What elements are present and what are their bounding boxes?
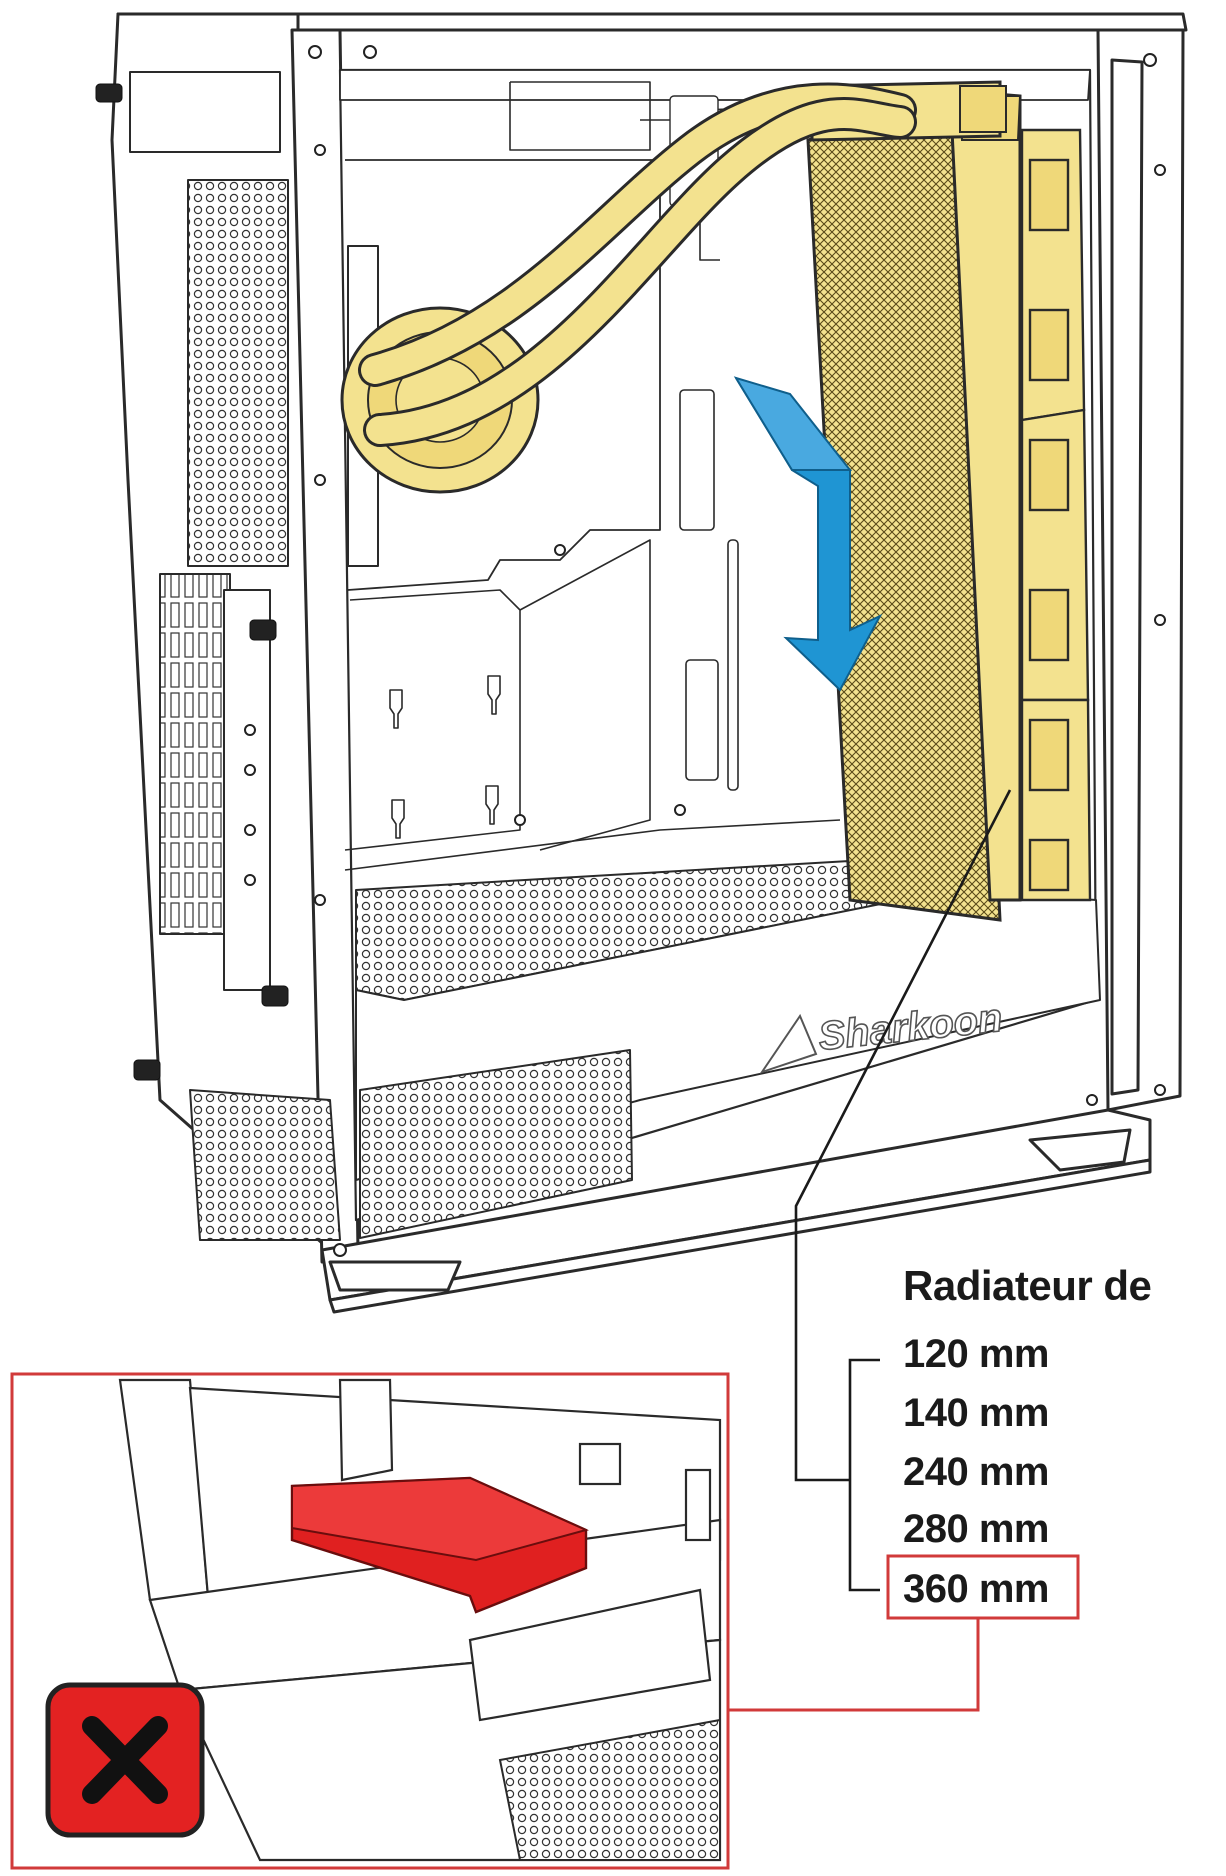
radiator-size-360: 360 mm — [903, 1567, 1049, 1611]
aio-tubes — [358, 82, 917, 447]
radiator-size-240: 240 mm — [903, 1450, 1049, 1494]
frame-screws — [244, 45, 1166, 1257]
down-arrow-icon — [733, 376, 883, 692]
highlight-leader-line — [728, 1618, 980, 1712]
cross-icon — [45, 1682, 205, 1838]
radiator-size-120: 120 mm — [903, 1332, 1049, 1376]
inset-panel — [10, 1372, 730, 1870]
drive-cage — [290, 1476, 589, 1614]
radiator — [806, 80, 1092, 922]
radiator-size-280: 280 mm — [903, 1507, 1049, 1551]
radiator-size-140: 140 mm — [903, 1391, 1049, 1435]
thumb-screws — [95, 83, 289, 1081]
radiator-label-title: Radiateur de — [903, 1262, 1152, 1309]
size-bracket — [848, 1358, 880, 1592]
highlight-box — [886, 1554, 1080, 1620]
radiator-leader-line — [794, 789, 1012, 1482]
